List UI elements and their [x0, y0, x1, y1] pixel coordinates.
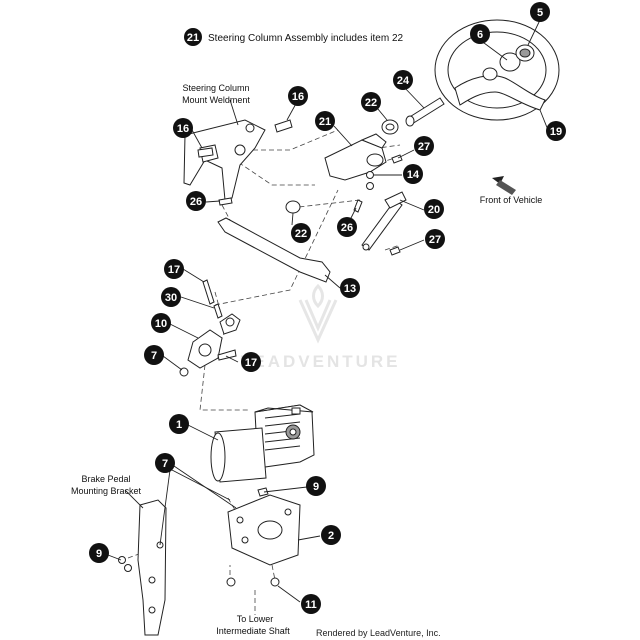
bolt-11-right — [270, 577, 280, 587]
callout-22-lower: 22 — [291, 223, 311, 243]
svg-text:16: 16 — [177, 123, 189, 135]
bolt-11-left — [226, 577, 236, 587]
svg-text:26: 26 — [190, 196, 202, 208]
svg-text:22: 22 — [365, 97, 377, 109]
bolt-9-top — [257, 487, 269, 497]
callout-16-left: 16 — [173, 118, 193, 138]
svg-text:17: 17 — [168, 264, 180, 276]
callout-7-lower: 7 — [155, 453, 175, 473]
callout-14: 14 — [403, 164, 423, 184]
svg-text:10: 10 — [155, 318, 167, 330]
tilt-cylinder — [361, 191, 407, 251]
svg-text:19: 19 — [550, 126, 562, 138]
pin-17-upper — [202, 279, 215, 305]
callout-17-upper: 17 — [164, 259, 184, 279]
bolt-17-lower — [217, 349, 237, 361]
power-steering-unit — [210, 404, 315, 483]
callout-16-top: 16 — [288, 86, 308, 106]
svg-text:11: 11 — [305, 599, 317, 611]
mounting-plate — [217, 217, 331, 283]
callout-21: 21 — [315, 111, 335, 131]
nut-9-left-a — [118, 556, 126, 564]
leader-lines — [107, 19, 549, 603]
bolt-16-top — [274, 119, 293, 133]
svg-text:30: 30 — [165, 292, 177, 304]
svg-text:13: 13 — [344, 283, 356, 295]
callout-22-upper: 22 — [361, 92, 381, 112]
callout-10: 10 — [151, 313, 171, 333]
svg-text:14: 14 — [407, 169, 420, 181]
callout-26-left: 26 — [186, 191, 206, 211]
callout-19: 19 — [546, 121, 566, 141]
svg-text:16: 16 — [292, 91, 304, 103]
lower-shaft-label-1: To Lower — [237, 614, 274, 624]
svg-text:9: 9 — [96, 548, 102, 560]
pin-30 — [213, 303, 223, 319]
callout-27-lower: 27 — [425, 229, 445, 249]
svg-text:7: 7 — [162, 458, 168, 470]
watermark-text: LEADVENTURE — [240, 352, 401, 371]
callout-11: 11 — [301, 594, 321, 614]
callout-21-note: 21 — [184, 28, 202, 46]
svg-text:20: 20 — [428, 204, 440, 216]
svg-text:7: 7 — [151, 350, 157, 362]
u-joint-assembly — [187, 313, 241, 369]
mount-weldment-label-1: Steering Column — [182, 83, 249, 93]
callout-9-top: 9 — [306, 476, 326, 496]
callout-27-upper: 27 — [414, 136, 434, 156]
watermark: LEADVENTURE — [240, 283, 401, 371]
nuts-14 — [366, 171, 374, 190]
svg-text:1: 1 — [176, 419, 182, 431]
callout-20: 20 — [424, 199, 444, 219]
steering-column-assembly — [324, 133, 387, 181]
callout-1: 1 — [169, 414, 189, 434]
callout-2: 2 — [321, 525, 341, 545]
front-vehicle-arrow-icon — [492, 176, 516, 195]
callout-5: 5 — [530, 2, 550, 22]
svg-text:27: 27 — [429, 234, 441, 246]
svg-text:21: 21 — [319, 116, 331, 128]
bolt-16-left — [197, 147, 214, 158]
bolt-27-lower — [389, 246, 401, 256]
bearing-upper-inner — [385, 123, 395, 131]
brake-pedal-bracket — [137, 499, 167, 636]
upper-shaft — [405, 97, 445, 127]
callout-6: 6 — [470, 24, 490, 44]
svg-text:21: 21 — [187, 32, 199, 44]
nut-9-left-b — [124, 564, 132, 572]
svg-text:5: 5 — [537, 7, 543, 19]
svg-text:24: 24 — [397, 75, 410, 87]
brake-bracket-label-1: Brake Pedal — [81, 474, 130, 484]
lower-shaft-label-2: Intermediate Shaft — [216, 626, 290, 636]
callout-24: 24 — [393, 70, 413, 90]
callout-7-upper: 7 — [144, 345, 164, 365]
brake-bracket-label-2: Mounting Bracket — [71, 486, 142, 496]
mount-weldment — [183, 119, 266, 201]
bolt-27-upper — [391, 154, 403, 164]
callout-30: 30 — [161, 287, 181, 307]
mount-weldment-label-2: Mount Weldment — [182, 95, 250, 105]
svg-text:27: 27 — [418, 141, 430, 153]
assembly-note: Steering Column Assembly includes item 2… — [208, 33, 404, 44]
bracket-plate — [227, 494, 301, 566]
svg-text:26: 26 — [341, 222, 353, 234]
svg-text:22: 22 — [295, 228, 307, 240]
footer-credit: Rendered by LeadVenture, Inc. — [316, 628, 441, 638]
bearing-lower — [285, 200, 301, 214]
callouts: 21 5 6 19 24 22 27 14 21 16 16 26 22 20 … — [89, 2, 566, 614]
svg-text:2: 2 — [328, 530, 334, 542]
front-of-vehicle-label: Front of Vehicle — [480, 195, 543, 205]
svg-text:6: 6 — [477, 29, 483, 41]
callout-9-left: 9 — [89, 543, 109, 563]
callout-13: 13 — [340, 278, 360, 298]
svg-text:9: 9 — [313, 481, 319, 493]
steering-wheel — [434, 19, 560, 121]
svg-text:17: 17 — [245, 357, 257, 369]
callout-26-right: 26 — [337, 217, 357, 237]
callout-17-lower: 17 — [241, 352, 261, 372]
watermark-logo-icon — [298, 283, 338, 344]
bolt-26-left — [218, 197, 233, 206]
